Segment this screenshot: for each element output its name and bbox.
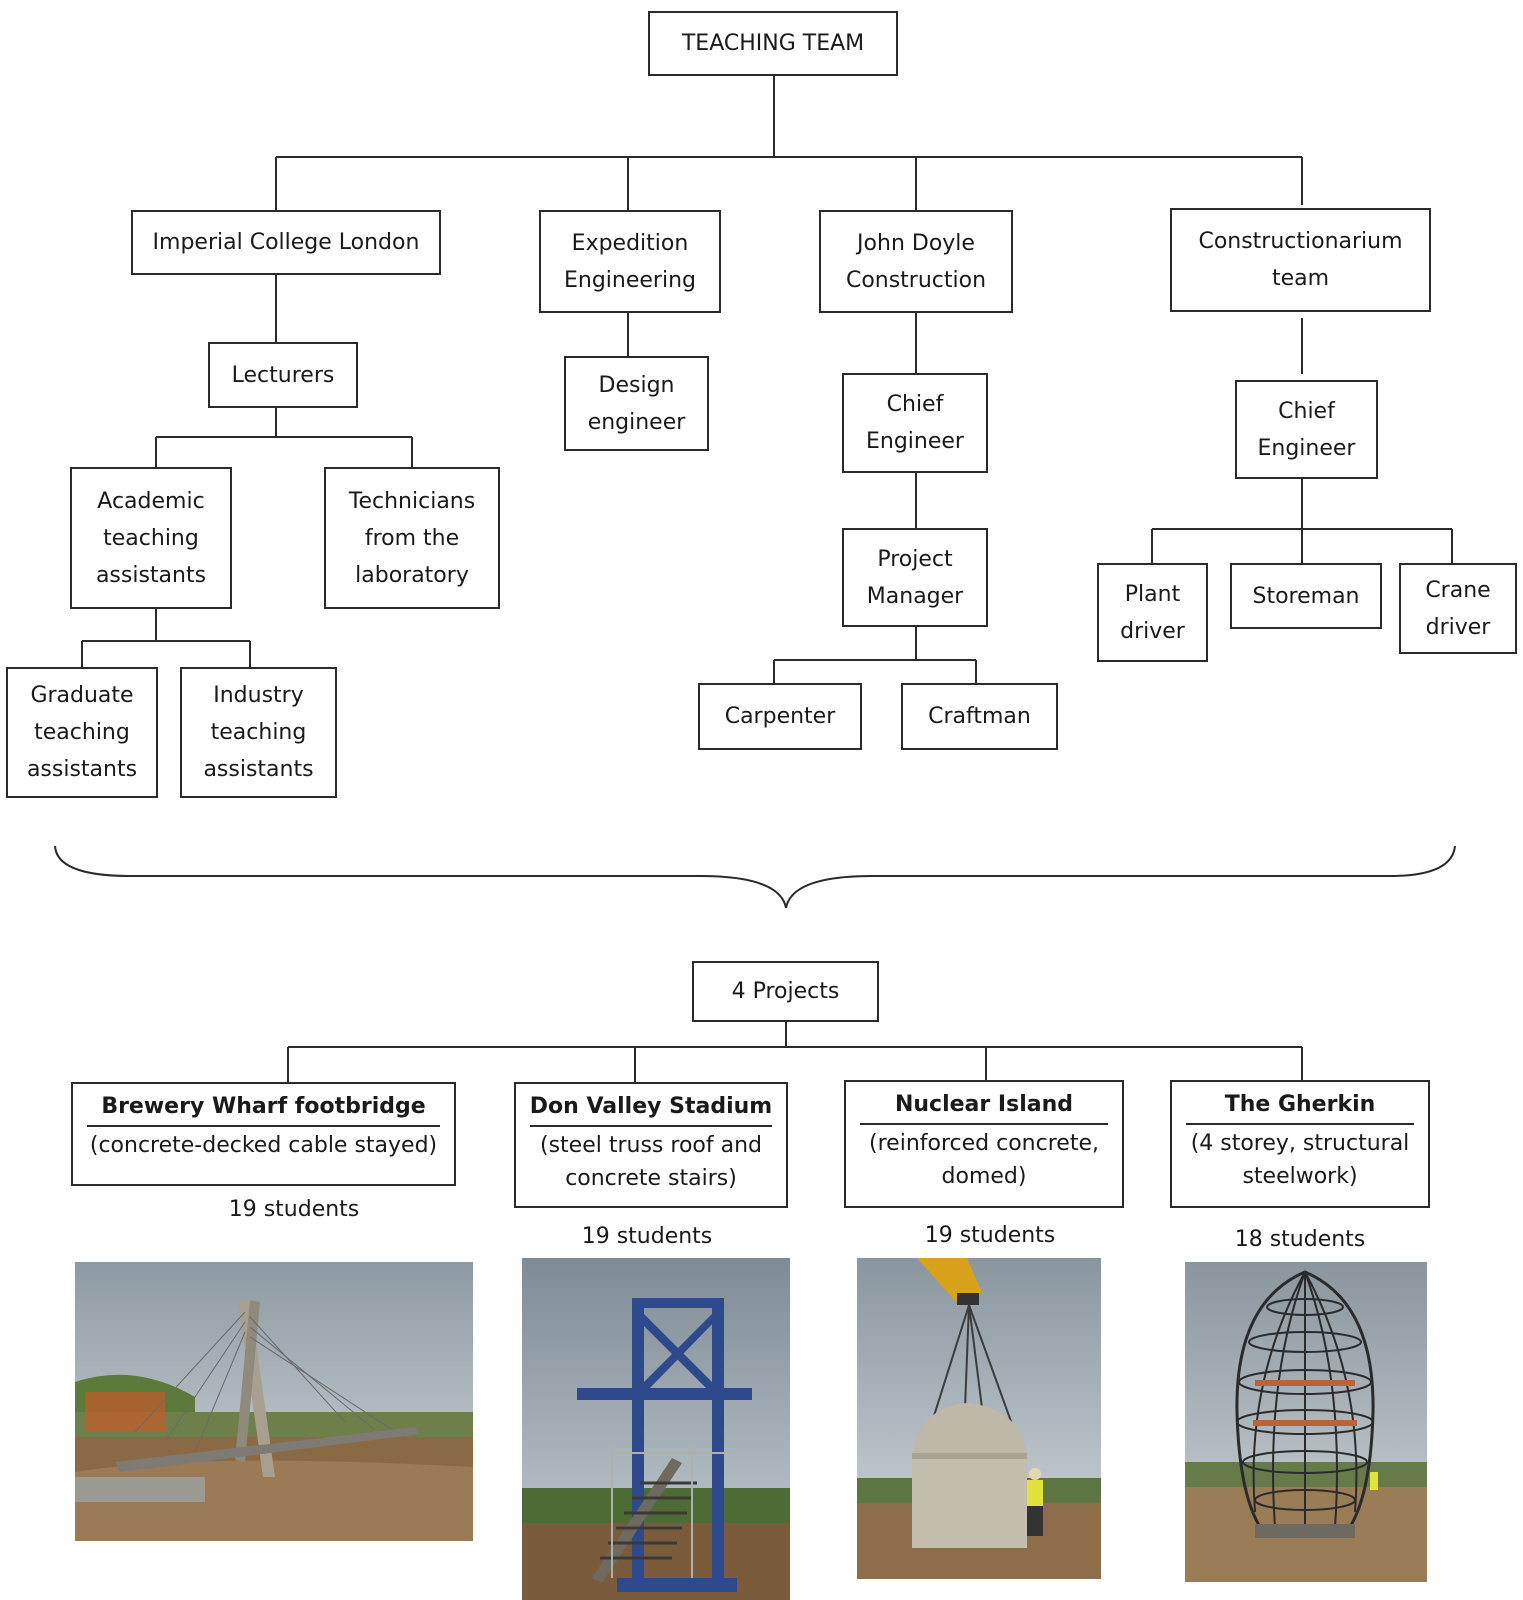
graduate-ta-label: Graduate teaching assistants (26, 683, 138, 782)
project-manager-box: Project Manager (842, 528, 988, 627)
org-imperial-college-box: Imperial College London (131, 210, 441, 275)
ct-chief-engineer-label: Chief Engineer (1257, 398, 1356, 461)
don-valley-photo (522, 1258, 790, 1600)
project-gherkin-name: The Gherkin (1224, 1092, 1376, 1117)
project-nuclear-island-desc: (reinforced concrete, domed) (869, 1131, 1099, 1189)
teaching-team-box: TEACHING TEAM (648, 11, 898, 76)
projects-box: 4 Projects (692, 961, 879, 1022)
plant-driver-label: Plant driver (1120, 581, 1185, 644)
academic-ta-label: Academic teaching assistants (95, 488, 207, 588)
project-don-valley-desc: (steel truss roof and concrete stairs) (540, 1133, 762, 1191)
design-engineer-label: Design engineer (587, 372, 686, 435)
project-brewery-wharf-box: Brewery Wharf footbridge (concrete-decke… (71, 1082, 456, 1186)
project-title-rule (1186, 1123, 1414, 1125)
org-imperial-college-label: Imperial College London (152, 230, 420, 255)
teaching-team-title: TEACHING TEAM (681, 31, 865, 56)
org-expedition-engineering-label: Expedition Engineering (564, 230, 696, 293)
gherkin-student-count: 18 students (1234, 1227, 1366, 1252)
industry-ta-box: Industry teaching assistants (180, 667, 337, 798)
project-title-rule (87, 1125, 440, 1127)
lecturers-label: Lecturers (231, 362, 335, 388)
project-brewery-wharf-desc: (concrete-decked cable stayed) (89, 1133, 438, 1158)
technicians-label: Technicians from the laboratory (348, 488, 476, 588)
jdc-chief-engineer-label: Chief Engineer (866, 392, 964, 454)
project-don-valley-name: Don Valley Stadium (529, 1094, 773, 1119)
project-gherkin-box: The Gherkin (4 storey, structural steelw… (1170, 1080, 1430, 1208)
plant-driver-box: Plant driver (1097, 563, 1208, 662)
ct-chief-engineer-box: Chief Engineer (1235, 380, 1378, 479)
project-manager-label: Project Manager (866, 546, 964, 609)
project-title-rule (860, 1123, 1108, 1125)
nuclear-island-photo (857, 1258, 1101, 1579)
storeman-label: Storeman (1252, 583, 1360, 609)
project-don-valley-box: Don Valley Stadium (steel truss roof and… (514, 1082, 788, 1208)
technicians-box: Technicians from the laboratory (324, 467, 500, 609)
project-nuclear-island-box: Nuclear Island (reinforced concrete, dom… (844, 1080, 1124, 1208)
gherkin-photo (1185, 1262, 1427, 1582)
industry-ta-label: Industry teaching assistants (203, 683, 314, 782)
lecturers-box: Lecturers (208, 342, 358, 408)
brewery-wharf-photo (75, 1262, 473, 1541)
nuclear-island-student-count: 19 students (924, 1223, 1056, 1248)
carpenter-label: Carpenter (724, 704, 836, 729)
org-john-doyle-box: John Doyle Construction (819, 210, 1013, 313)
academic-ta-box: Academic teaching assistants (70, 467, 232, 609)
brewery-wharf-student-count: 19 students (228, 1197, 360, 1222)
carpenter-box: Carpenter (698, 683, 862, 750)
org-constructionarium-box: Constructionarium team (1170, 208, 1431, 312)
crane-driver-label: Crane driver (1425, 577, 1491, 640)
org-constructionarium-label: Constructionarium team (1198, 229, 1403, 291)
jdc-chief-engineer-box: Chief Engineer (842, 373, 988, 473)
project-gherkin-desc: (4 storey, structural steelwork) (1190, 1131, 1410, 1189)
project-nuclear-island-name: Nuclear Island (894, 1092, 1073, 1117)
don-valley-student-count: 19 students (581, 1224, 713, 1249)
org-john-doyle-label: John Doyle Construction (845, 230, 987, 293)
graduate-ta-box: Graduate teaching assistants (6, 667, 158, 798)
craftman-box: Craftman (901, 683, 1058, 750)
storeman-box: Storeman (1230, 563, 1382, 629)
org-expedition-engineering-box: Expedition Engineering (539, 210, 721, 313)
crane-driver-box: Crane driver (1399, 563, 1517, 654)
craftman-label: Craftman (928, 704, 1031, 729)
project-brewery-wharf-name: Brewery Wharf footbridge (101, 1094, 426, 1119)
design-engineer-box: Design engineer (564, 356, 709, 451)
projects-title: 4 Projects (731, 979, 840, 1004)
project-title-rule (530, 1125, 772, 1127)
